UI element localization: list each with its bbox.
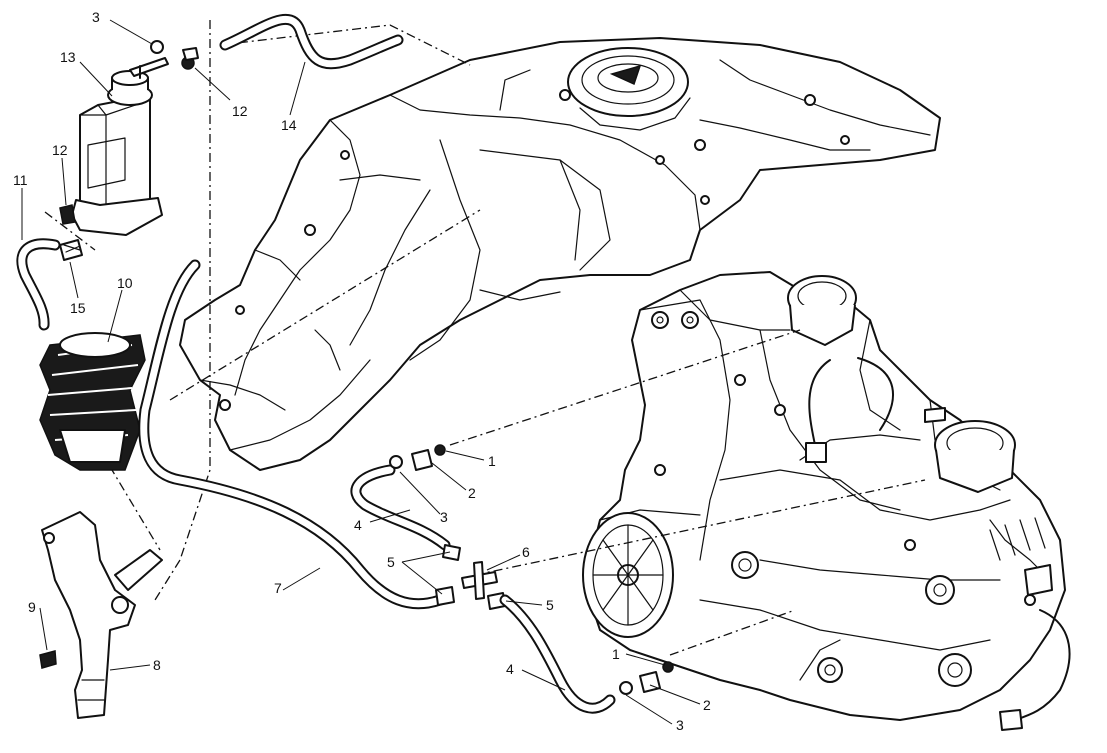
leader-lines (21, 19, 701, 725)
callout-8-bracket: 8 (153, 657, 161, 673)
callout-4-lower: 4 (506, 661, 514, 677)
callout-2-lower: 2 (703, 697, 711, 713)
hose-14 (219, 13, 404, 70)
callout-6-t-fitting: 6 (522, 544, 530, 560)
hose-11 (16, 204, 83, 331)
engine (582, 271, 1071, 731)
callout-2-upper: 2 (468, 485, 476, 501)
callout-1-lower: 1 (612, 646, 620, 662)
assembly-guide-lines (44, 20, 926, 656)
canister-bracket (39, 511, 163, 719)
callout-12-clamp-upper: 12 (232, 103, 248, 119)
callout-12-clamp-lower: 12 (52, 142, 68, 158)
callout-9-screw: 9 (28, 599, 36, 615)
hose-4-upper (350, 444, 461, 561)
callout-5-right: 5 (546, 597, 554, 613)
callout-3-canister-cap: 3 (92, 9, 100, 25)
callout-5-left: 5 (387, 554, 395, 570)
fuel-tank (179, 37, 941, 471)
callout-11-hose: 11 (13, 172, 28, 188)
callout-7-hose: 7 (274, 580, 282, 596)
callout-3-upper: 3 (440, 509, 448, 525)
rubber-boot (39, 332, 146, 471)
callout-3-lower: 3 (676, 717, 684, 733)
callout-4-upper: 4 (354, 517, 362, 533)
evaporative-canister (71, 40, 199, 236)
callout-labels: 3 13 12 14 12 11 15 10 1 2 3 4 5 6 5 7 9… (13, 9, 711, 733)
t-fitting (435, 561, 506, 610)
callout-14-hose: 14 (281, 117, 297, 133)
callout-1-upper: 1 (488, 453, 496, 469)
callout-10-boot: 10 (117, 275, 133, 291)
callout-13-canister: 13 (60, 49, 76, 65)
callout-15-spring-clamp: 15 (70, 300, 86, 316)
hose-7 (138, 259, 446, 610)
